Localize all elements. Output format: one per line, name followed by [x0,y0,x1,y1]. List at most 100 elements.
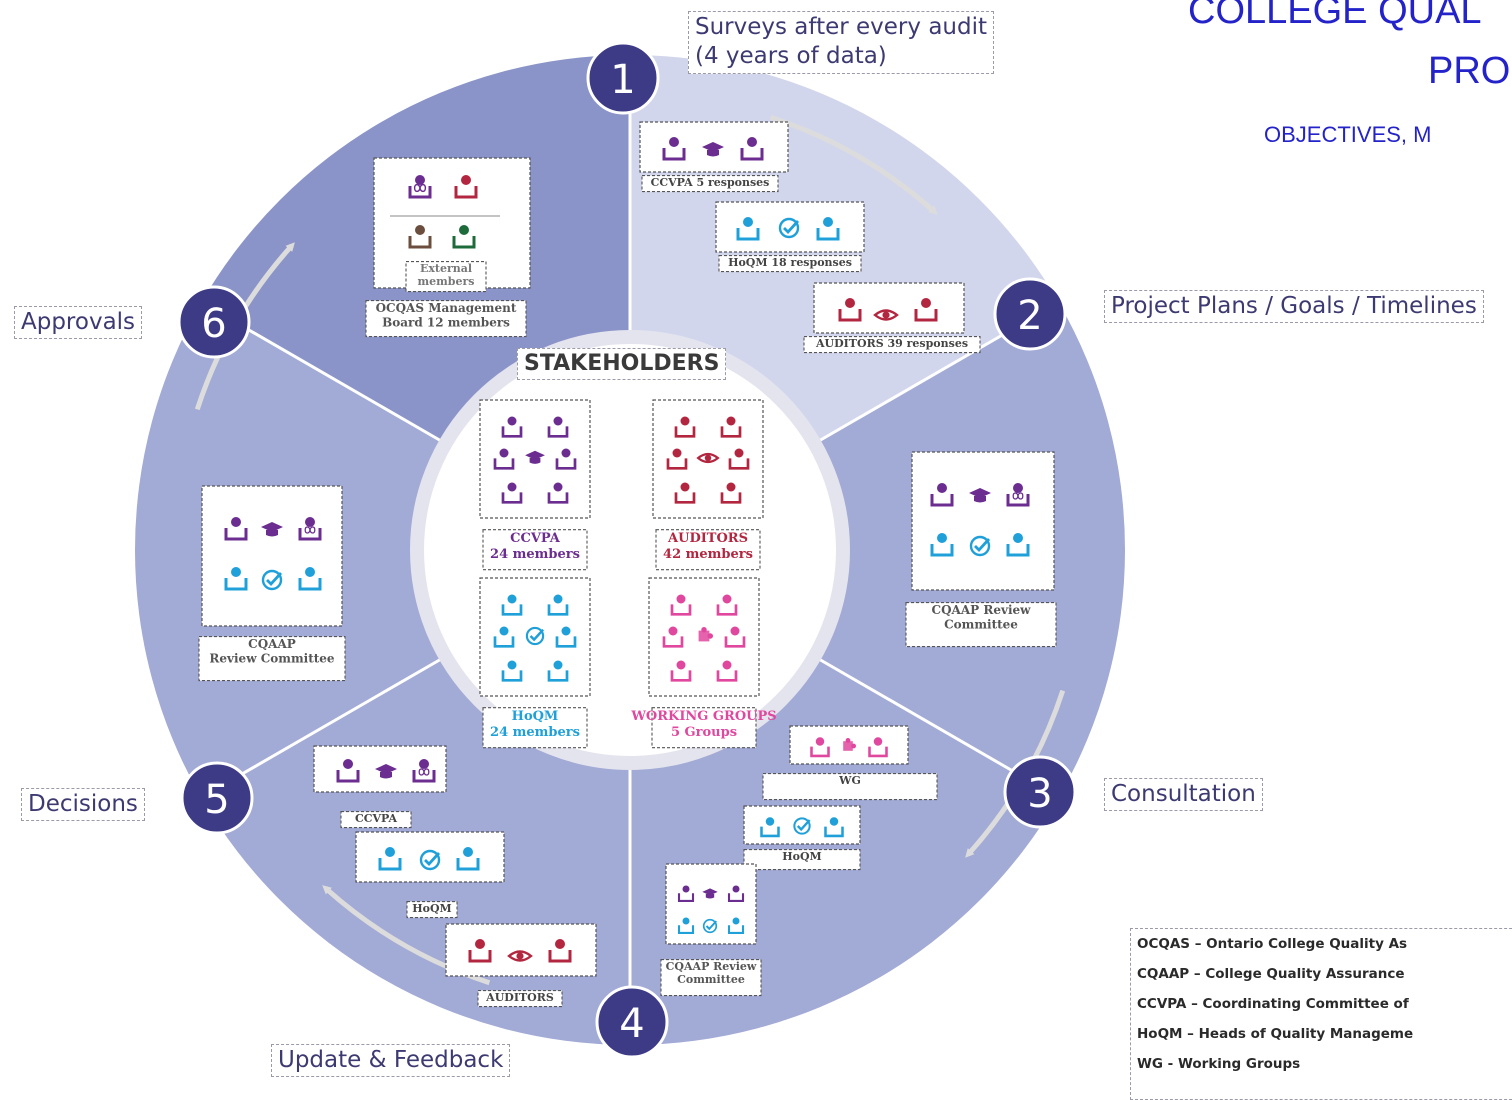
person-icon [676,660,686,670]
stakeholder-count: 42 members [663,547,753,562]
person-body-icon [716,670,738,682]
stakeholder-name: HoQM [512,709,559,724]
person-body-icon [736,228,760,241]
person-body-icon [1006,544,1030,557]
auditors-card-left: AUDITORS [445,923,597,1008]
person-body-icon [378,858,402,871]
person-icon [676,594,686,604]
legend-item: CQAAP – College Quality Assurance [1137,966,1405,982]
graduation-cap-icon [525,450,545,460]
person-body-icon [666,458,688,470]
person-icon [499,626,509,636]
survey-card-ccvpa: CCVPA 5 responses [639,121,789,193]
stakeholder-name: WORKING GROUPS [630,709,776,724]
title-line-1: COLLEGE QUAL [1188,0,1482,32]
person-icon [682,917,690,925]
person-body-icon [670,670,692,682]
person-body-icon [501,604,523,616]
checkmark-icon [525,626,545,646]
person-body-icon [716,604,738,616]
step-number: 4 [619,1001,644,1047]
person-body-icon [547,426,569,438]
person-icon [553,416,563,426]
person-icon [561,626,571,636]
person-icon [415,225,425,235]
checkmark-icon [778,217,800,239]
checkmark-icon [793,817,811,835]
person-body-icon [408,186,432,199]
person-icon [305,567,315,577]
stakeholder-name: CCVPA [510,531,561,546]
person-body-icon [547,492,569,504]
step-2-marker: 2 [993,277,1067,351]
step-number: 2 [1017,293,1042,339]
person-body-icon [224,578,248,591]
survey-card-auditors-frame [813,282,965,334]
flow-arrow [769,114,938,215]
hoqm-card-right-frame [743,805,861,845]
hoqm-caption: HoQM [782,850,822,863]
person-body-icon [412,770,436,783]
person-icon [475,939,485,949]
eye-icon [507,950,533,962]
person-icon [507,482,517,492]
person-icon [553,660,563,670]
acronym-legend: OCQAS – Ontario College Quality As CQAAP… [1130,928,1512,1100]
person-icon [747,137,757,147]
person-body-icon [724,636,746,648]
person-icon [1013,533,1023,543]
graduation-cap-icon [969,488,991,498]
title-line-3: OBJECTIVES, M [1264,122,1431,148]
step-1-label: Surveys after every audit (4 years of da… [688,11,994,74]
checkmark-icon [419,849,441,871]
person-body-icon [501,426,523,438]
review-caption: CQAAP [248,637,296,651]
person-icon [722,594,732,604]
review-caption: Committee [677,973,745,986]
review-caption: CQAAP Review [666,960,757,973]
person-icon [730,626,740,636]
person-body-icon [298,528,322,541]
graduation-cap-icon [702,142,724,152]
step-3-marker: 3 [1003,755,1077,829]
person-icon [743,217,753,227]
board-member-icon [304,526,316,534]
person-body-icon [727,893,745,902]
person-icon [873,737,883,746]
person-body-icon [336,770,360,783]
puzzle-icon [843,741,853,751]
person-icon [732,885,740,893]
eye-icon [696,452,720,464]
board-member-icon [1012,492,1024,500]
person-body-icon [493,636,515,648]
person-body-icon [555,458,577,470]
person-body-icon [468,950,492,963]
legend-item: WG - Working Groups [1137,1056,1301,1072]
person-body-icon [456,858,480,871]
person-body-icon [720,426,742,438]
step-number: 1 [610,57,635,103]
person-icon [555,939,565,949]
person-icon [343,759,353,769]
person-body-icon [760,826,780,838]
step-1-marker: 1 [586,41,660,115]
person-body-icon [454,186,478,199]
person-body-icon [452,236,476,249]
person-body-icon [740,148,764,161]
person-icon [937,533,947,543]
person-icon [726,482,736,492]
person-body-icon [677,893,695,902]
person-icon [231,567,241,577]
step-number-circle [586,41,660,115]
puzzle-icon [698,630,710,642]
graduation-cap-icon [261,522,283,532]
person-body-icon [727,925,745,934]
legend-item: HoQM – Heads of Quality Manageme [1137,1026,1414,1042]
legend-item: CCVPA – Coordinating Committee of [1137,996,1409,1012]
wg-caption: WG [838,774,861,787]
graduation-cap-icon [702,888,718,896]
person-icon [722,660,732,670]
